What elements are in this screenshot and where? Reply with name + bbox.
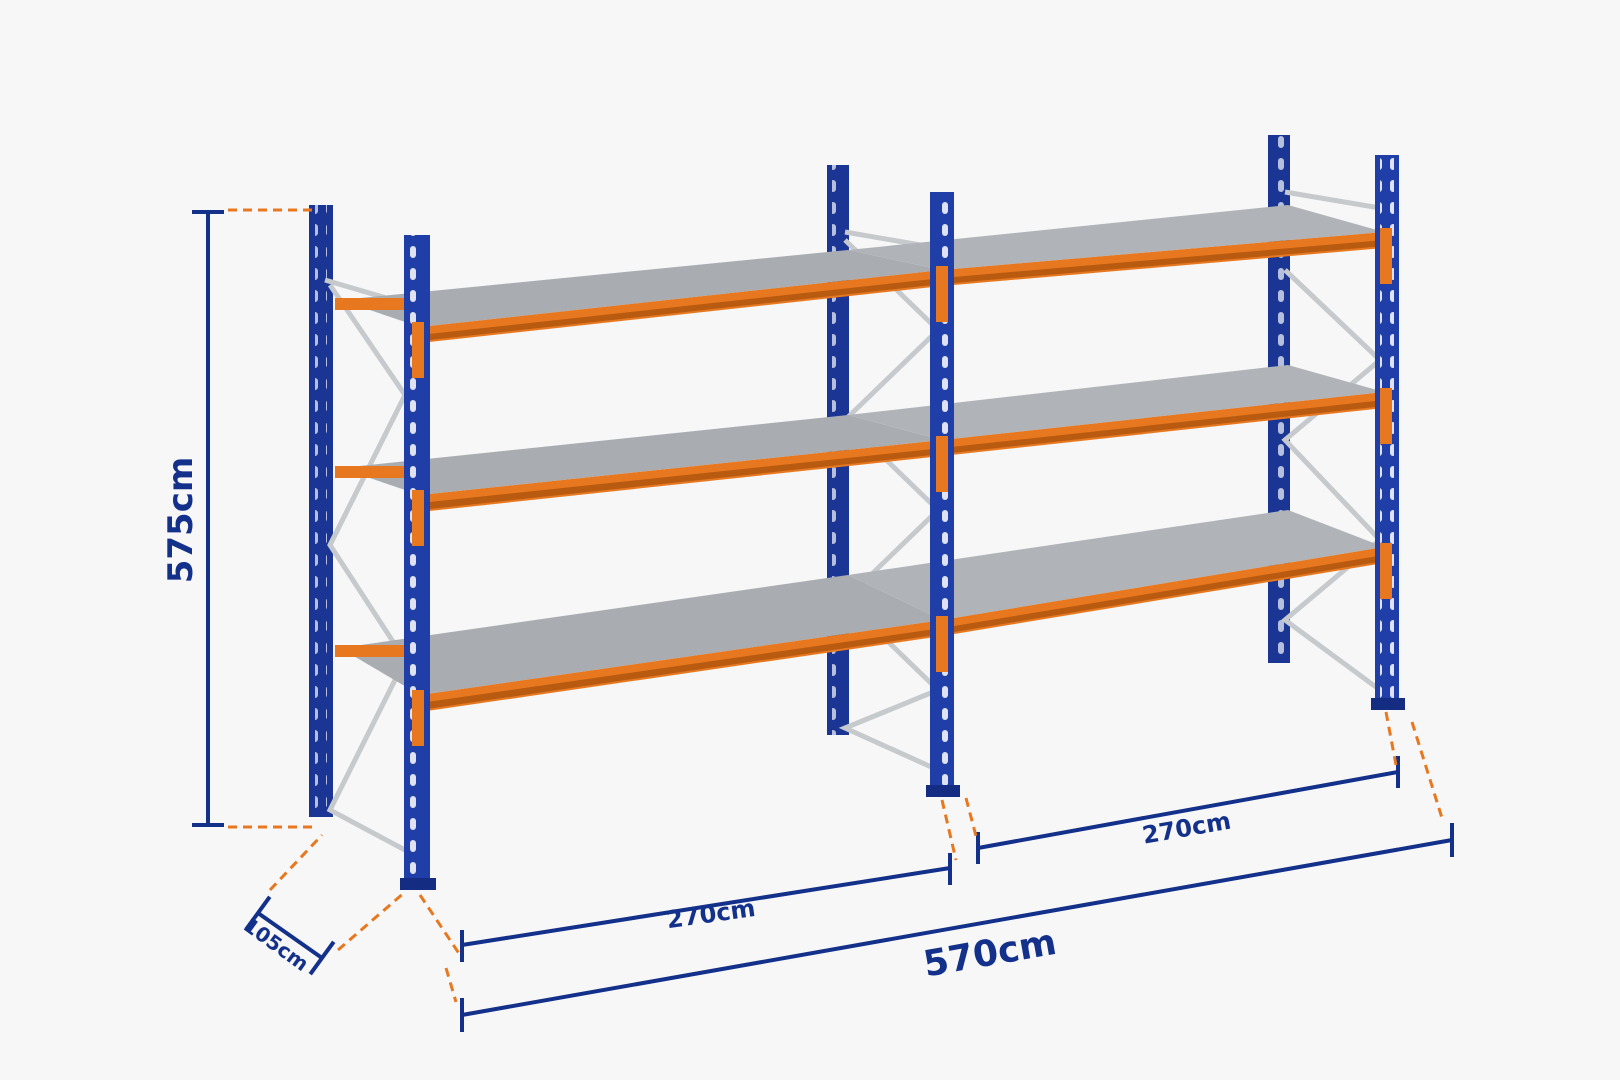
height-dimension: 575cm	[161, 208, 315, 829]
deck-left-middle	[340, 415, 942, 495]
deck-right-middle	[848, 365, 1384, 440]
depth-dimension: 105cm	[239, 833, 406, 976]
bay-left-label: 270cm	[665, 894, 757, 934]
bay-left-dimension: 270cm	[418, 799, 958, 962]
bay-right-dimension: 270cm	[964, 711, 1400, 864]
deck-left-top	[340, 250, 942, 327]
bay-right-label: 270cm	[1140, 807, 1233, 850]
height-label: 575cm	[161, 457, 201, 584]
shelves	[335, 205, 1384, 712]
side-bracing	[324, 189, 1384, 853]
deck-right-top	[848, 205, 1384, 270]
deck-right-bottom	[848, 510, 1384, 620]
deck-left-bottom	[340, 575, 942, 695]
front-frame	[400, 155, 1405, 890]
